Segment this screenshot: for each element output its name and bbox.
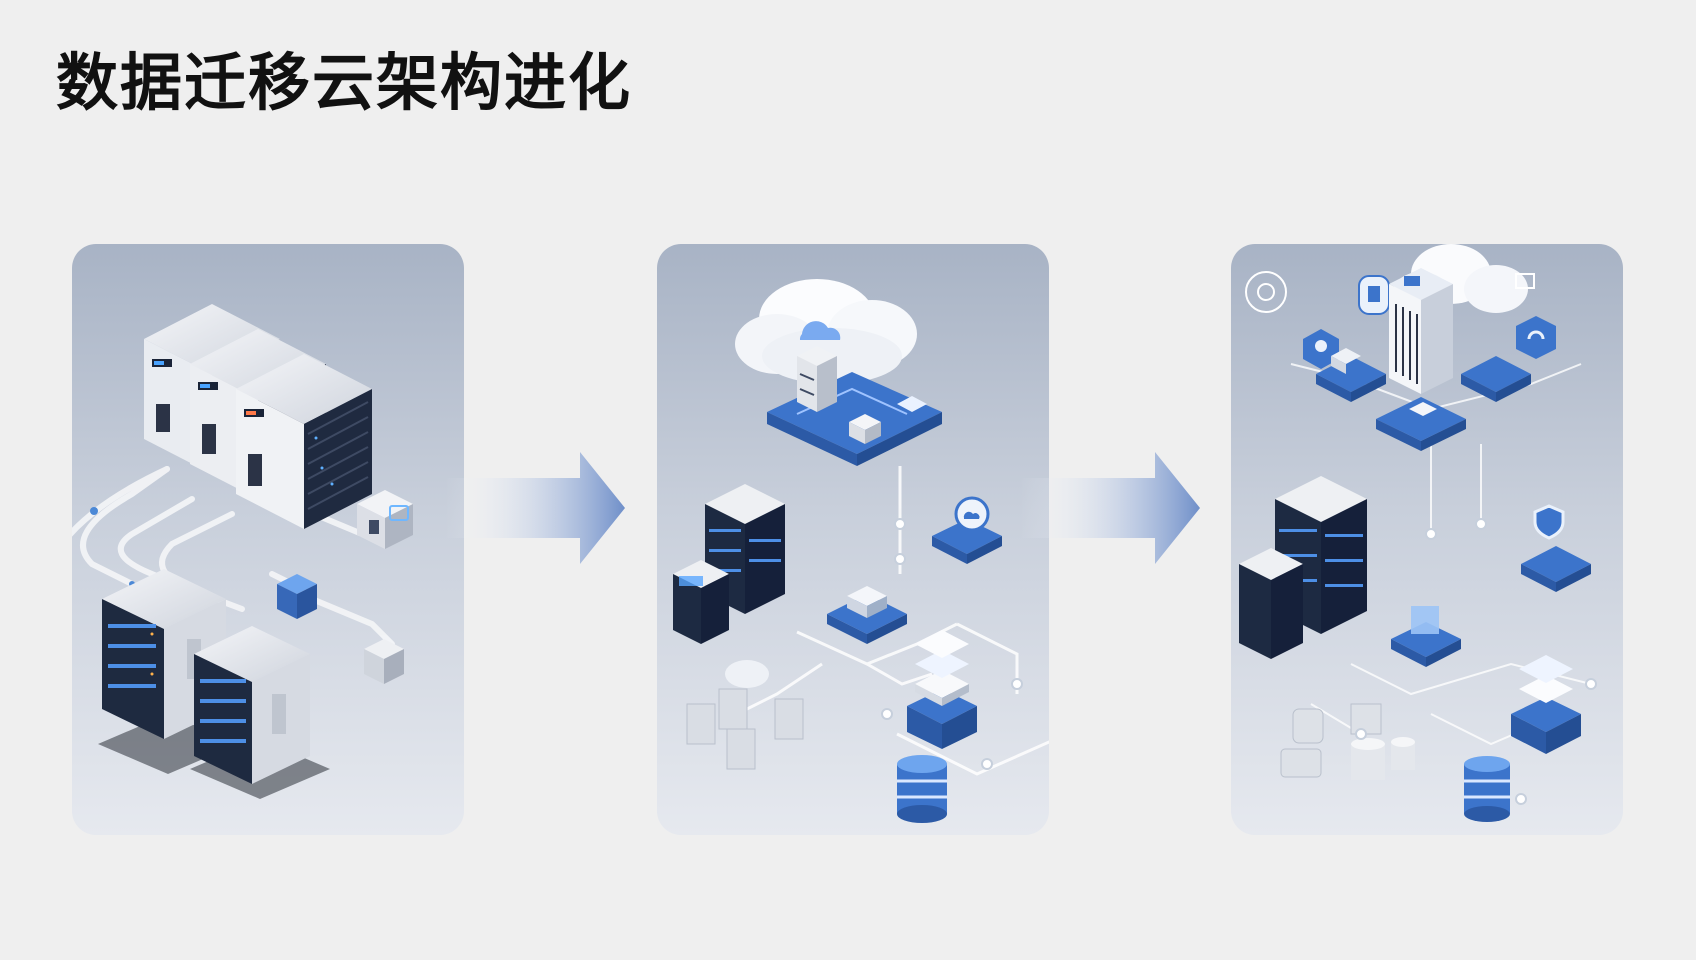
server-tower-icon <box>190 626 330 799</box>
storage-box-icon <box>849 396 927 444</box>
cloud-icon <box>735 279 917 384</box>
network-node-icon <box>1391 606 1461 667</box>
storage-stack-icon <box>1511 655 1581 754</box>
server-rack-icon <box>144 304 372 529</box>
panel-hybrid-cloud <box>657 244 1049 835</box>
analytics-icon <box>1245 271 1287 313</box>
on-premise-illustration <box>72 304 413 799</box>
storage-stack-icon <box>907 630 977 749</box>
arrow-right-icon <box>445 452 625 564</box>
database-icon <box>897 755 947 823</box>
server-rack-icon <box>797 346 837 412</box>
security-shield-icon <box>1521 504 1591 592</box>
network-node-icon <box>1316 348 1531 451</box>
database-icon <box>1351 737 1415 780</box>
secure-cloud-icon <box>932 496 1002 564</box>
arrow-right-icon <box>1020 452 1200 564</box>
user-icon <box>1303 329 1339 369</box>
cloud-icon <box>725 660 769 688</box>
storage-box-icon <box>686 688 804 770</box>
database-icon <box>1464 756 1510 822</box>
hybrid-cloud-illustration <box>673 279 1049 823</box>
panel-cloud-native <box>1231 244 1623 835</box>
storage-box-icon <box>1280 703 1382 778</box>
dashboard-icon <box>1515 273 1535 289</box>
platform-icon <box>767 372 942 466</box>
data-center-building-icon <box>1389 268 1453 394</box>
page-title: 数据迁移云架构进化 <box>56 46 633 119</box>
cloud-native-illustration <box>1239 244 1597 822</box>
server-rack-icon <box>1239 476 1367 659</box>
network-node-icon <box>277 574 317 619</box>
security-shield-icon <box>1516 316 1556 359</box>
storage-box-icon <box>364 639 404 684</box>
server-rack-icon <box>673 484 785 644</box>
network-switch-icon <box>357 490 413 549</box>
network-node-icon <box>827 586 907 644</box>
panel-on-premise <box>72 244 464 835</box>
document-icon <box>1358 275 1390 315</box>
